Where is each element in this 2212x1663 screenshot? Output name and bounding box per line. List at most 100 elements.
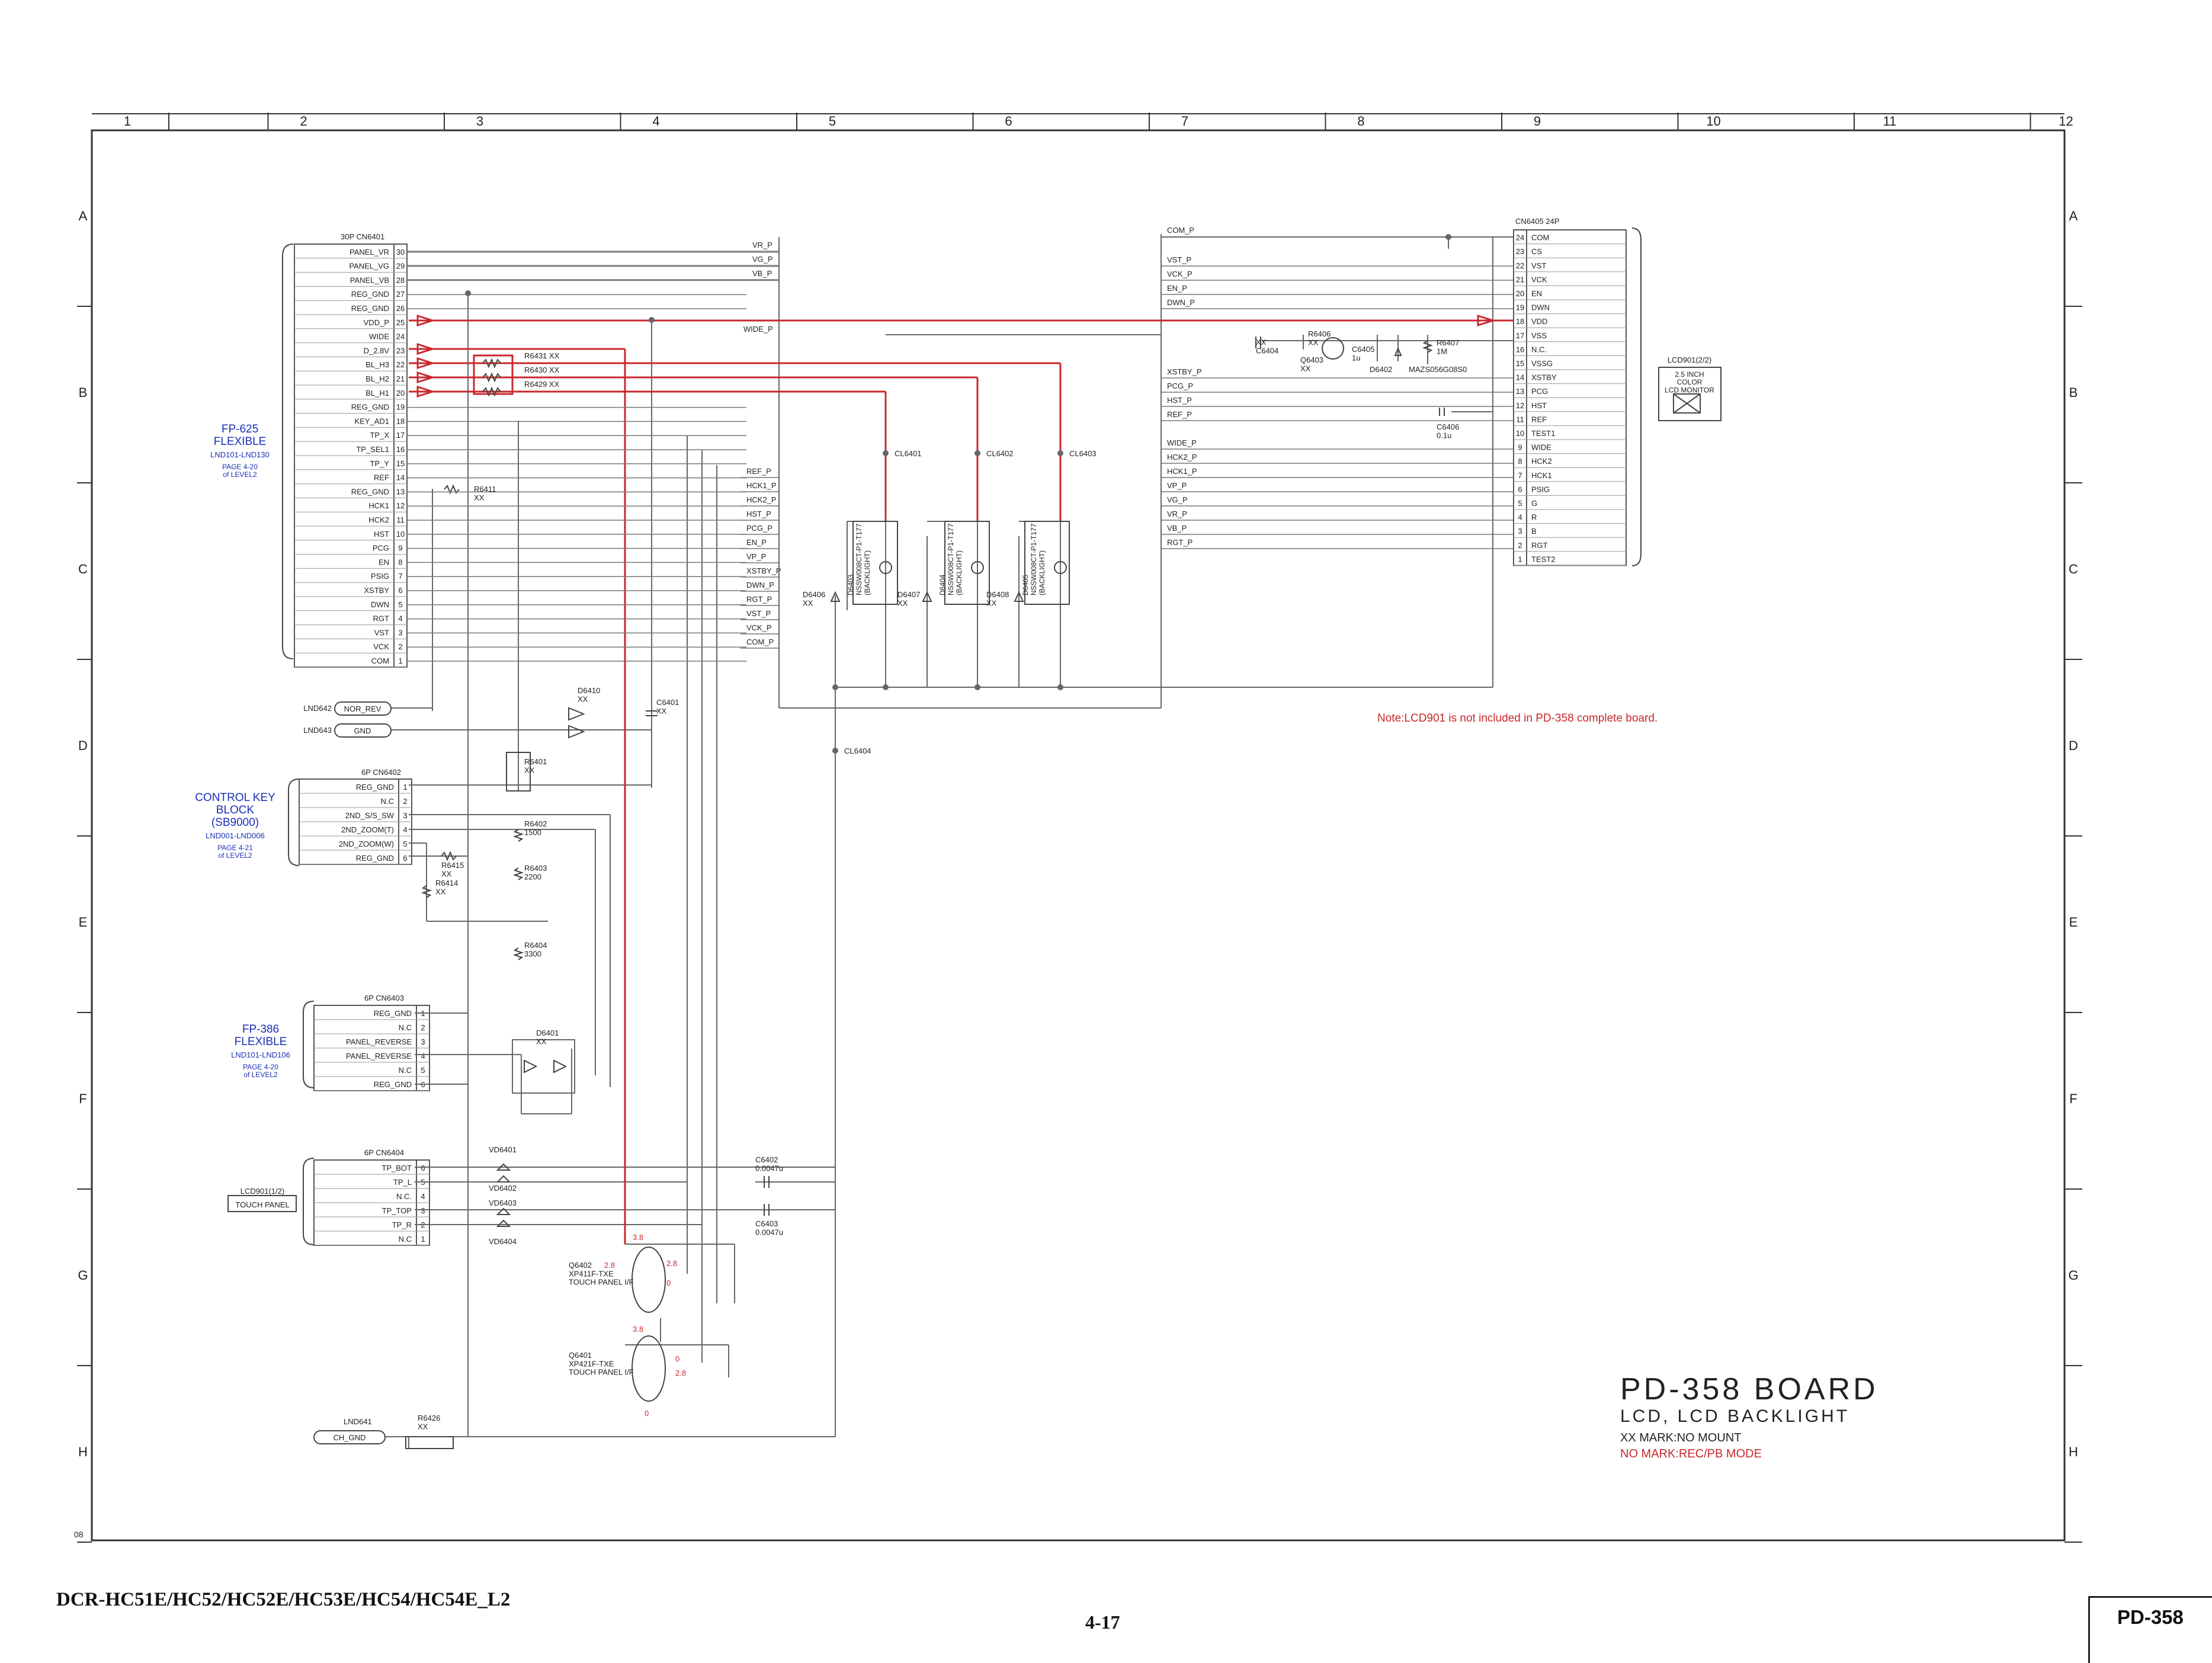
connector-header: 6P CN6403 — [364, 994, 404, 1002]
pin-name: N.C — [381, 797, 394, 806]
page-number: 4-17 — [1085, 1611, 1120, 1633]
pin-number: 17 — [1516, 331, 1524, 340]
part-label-q6403: Q6403 — [1300, 355, 1323, 364]
row-label: G — [78, 1268, 88, 1283]
led-label-d6405: NSSW008CT-P1-T177 — [1030, 523, 1038, 595]
junction-dot — [883, 684, 889, 690]
pin-number: 25 — [396, 318, 405, 327]
part-label-q6402: XP411F-TXE — [569, 1269, 614, 1278]
part-label-r6401: XX — [524, 765, 535, 774]
pin-name: TP_TOP — [382, 1206, 412, 1215]
column-label: 3 — [476, 114, 483, 129]
pin-name: REG_GND — [356, 854, 394, 863]
block-ref: of LEVEL2 — [223, 470, 257, 479]
pin-number: 3 — [398, 628, 402, 637]
junction-dot — [974, 684, 980, 690]
pin-number: 3 — [403, 811, 407, 820]
pin-name: R — [1531, 513, 1537, 522]
pin-name: PANEL_VR — [350, 248, 389, 257]
connector-header: 30P CN6401 — [341, 232, 384, 241]
row-label: B — [79, 385, 88, 400]
led-label-d6404: D6404 — [938, 574, 947, 595]
pin-number: 1 — [1518, 555, 1522, 563]
pin-name: REF — [374, 473, 389, 482]
pin-name: PSIG — [1531, 485, 1550, 494]
pin-name: REG_GND — [351, 487, 389, 496]
pin-name: COM — [1531, 233, 1549, 242]
row-label: H — [2069, 1444, 2078, 1459]
part-label-d6407: D6407 — [897, 590, 920, 599]
pin-number: 1 — [403, 783, 407, 792]
net-label: HCK1_P — [1167, 467, 1197, 476]
junction-dot — [974, 450, 980, 456]
part-label-r6401: R6401 — [524, 757, 547, 766]
part-label-vd6403: VD6403 — [489, 1199, 517, 1207]
block-label: FP-625 — [222, 423, 258, 435]
pin-number: 2 — [398, 642, 402, 651]
net-label: RGT_P — [1167, 538, 1192, 547]
pin-name: DWN — [371, 600, 389, 609]
pin-name: 2ND_ZOOM(W) — [339, 839, 394, 848]
pin-number: 13 — [396, 487, 405, 496]
pin-name: HCK1 — [368, 501, 389, 510]
pin-name: PANEL_VB — [350, 275, 389, 284]
pin-number: 20 — [1516, 289, 1524, 298]
net-label: PCG_P — [1167, 382, 1193, 390]
board-code-box: PD-358 — [2088, 1596, 2212, 1663]
block-label: (SB9000) — [211, 816, 259, 829]
part-label-c6401: XX — [656, 706, 667, 715]
part-label-c6402: C6402 — [755, 1155, 778, 1164]
led-label-d6403: (BACKLIGHT) — [863, 550, 871, 595]
pin-name: VDD_P — [364, 318, 389, 327]
pin-number: 30 — [396, 248, 405, 257]
part-label-q6401: TOUCH PANEL I/F — [569, 1368, 634, 1377]
junction-dot — [832, 684, 838, 690]
pin-number: 15 — [1516, 359, 1524, 368]
pin-number: 24 — [1516, 233, 1524, 242]
land-net: GND — [354, 726, 371, 735]
pin-number: 12 — [1516, 401, 1524, 410]
pin-name: VSSG — [1531, 359, 1553, 368]
block-ref: of LEVEL2 — [243, 1071, 278, 1079]
pin-number: 22 — [1516, 261, 1524, 270]
pin-name: PCG — [1531, 387, 1548, 396]
pin-number: 16 — [396, 445, 405, 454]
pin-name: N.C — [399, 1235, 412, 1244]
pin-number: 24 — [396, 332, 405, 341]
part-label-q6402: Q6402 — [569, 1261, 592, 1270]
pin-name: REG_GND — [351, 403, 389, 412]
part-label-r6407: 1M — [1437, 347, 1447, 355]
net-label: WIDE_P — [1167, 438, 1197, 447]
block-sub: LND101-LND130 — [210, 450, 270, 459]
net-label: VB_P — [1167, 524, 1187, 533]
part-label-r6430: R6430 XX — [524, 366, 560, 374]
part-label-r6406: XX — [1308, 338, 1319, 347]
pin-name: HCK1 — [1531, 471, 1552, 480]
pin-number: 5 — [398, 600, 402, 609]
row-label: C — [78, 562, 88, 576]
pin-name: TP_L — [393, 1178, 412, 1187]
part-label-vd6404: VD6404 — [489, 1237, 517, 1246]
block-sub: LND001-LND006 — [206, 831, 265, 840]
part-label-c6404: C6404 — [1256, 346, 1278, 355]
part-label-c6403: C6403 — [755, 1219, 778, 1228]
net-label: PCG_P — [746, 524, 772, 533]
net-label: VST_P — [746, 609, 771, 618]
part-label-r6406: R6406 — [1308, 329, 1331, 338]
part-label-r6403: 2200 — [524, 872, 541, 881]
pin-name: VDD — [1531, 317, 1547, 326]
pin-name: TP_BOT — [382, 1164, 412, 1172]
part-label-r6414: R6414 — [435, 879, 458, 887]
column-label: 9 — [1534, 114, 1541, 129]
pin-name: VSS — [1531, 331, 1547, 340]
net-label: XSTBY_P — [746, 566, 781, 575]
pin-number: 20 — [396, 389, 405, 398]
net-label: HST_P — [1167, 396, 1192, 405]
lcd-note: Note:LCD901 is not included in PD-358 co… — [1377, 712, 1658, 725]
part-label-r6404: 3300 — [524, 949, 541, 958]
net-label: VCK_P — [746, 623, 772, 632]
